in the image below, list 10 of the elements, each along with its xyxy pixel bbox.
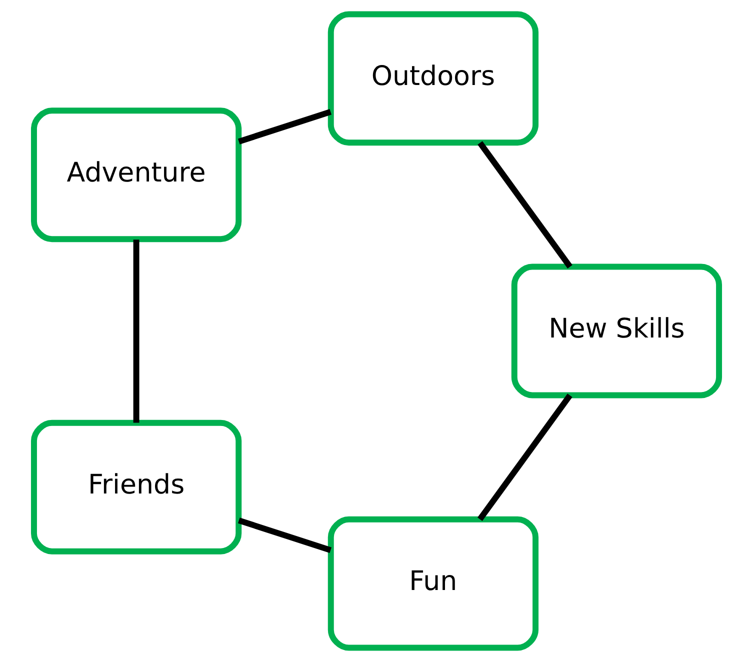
connector	[478, 141, 572, 268]
connector	[477, 394, 572, 522]
connector	[238, 518, 332, 554]
node-box: Friends	[30, 420, 242, 554]
node-box: New Skills	[511, 264, 722, 398]
connector	[133, 240, 140, 423]
node-box: Outdoors	[328, 11, 539, 146]
node-box: Adventure	[30, 108, 242, 242]
connector	[238, 108, 332, 144]
node-box: Fun	[328, 516, 539, 651]
